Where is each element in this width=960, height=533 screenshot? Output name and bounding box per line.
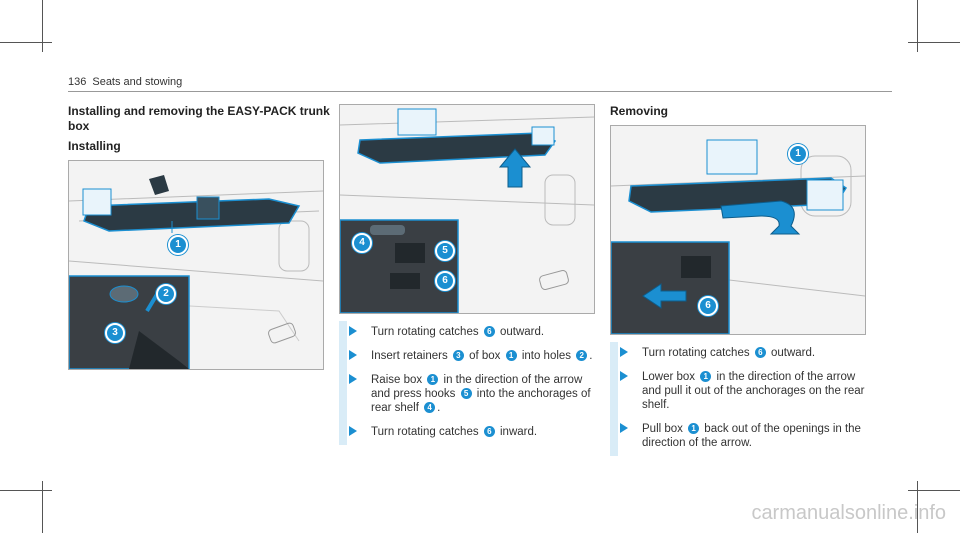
step-text: Turn rotating catches bbox=[642, 347, 753, 359]
arrow-right-icon bbox=[349, 426, 357, 436]
step-item: Turn rotating catches 6 outward. bbox=[339, 321, 599, 345]
header-rule bbox=[68, 91, 892, 92]
crop-mark bbox=[0, 42, 52, 43]
callout-badge: 1 bbox=[427, 374, 439, 386]
arrow-right-icon bbox=[349, 326, 357, 336]
step-text: inward. bbox=[496, 426, 538, 438]
step-text: . bbox=[589, 350, 593, 362]
step-text: Turn rotating catches bbox=[371, 326, 482, 338]
step-bar bbox=[610, 418, 618, 456]
step-text: in the direction of the arrow and pull i… bbox=[642, 371, 865, 411]
crop-mark bbox=[908, 490, 960, 491]
step-text: into holes bbox=[518, 350, 575, 362]
step-text: outward. bbox=[496, 326, 545, 338]
step-text: Turn rotating catches bbox=[371, 426, 482, 438]
callout-badge: 4 bbox=[352, 233, 372, 253]
step-text: into the anchorages of rear shelf bbox=[371, 388, 591, 414]
callout-badge: 1 bbox=[505, 350, 517, 362]
step-text: back out of the openings in the directio… bbox=[642, 423, 861, 449]
step-item: Lower box 1 in the direction of the arro… bbox=[610, 366, 870, 418]
removing-heading: Removing bbox=[610, 104, 669, 118]
callout-badge: 5 bbox=[460, 388, 472, 400]
callout-badge: 1 bbox=[688, 423, 700, 435]
step-text: of box bbox=[465, 350, 504, 362]
arrow-right-icon bbox=[349, 350, 357, 360]
page-number: 136 bbox=[68, 76, 87, 88]
step-bar bbox=[339, 421, 347, 445]
step-bar bbox=[339, 345, 347, 369]
crop-mark bbox=[42, 481, 43, 533]
figure-installing-2: 4 5 6 bbox=[339, 104, 595, 314]
step-bar bbox=[339, 321, 347, 345]
step-bar bbox=[610, 342, 618, 366]
step-item: Pull box 1 back out of the openings in t… bbox=[610, 418, 870, 456]
step-bar bbox=[339, 369, 347, 421]
step-text: Pull box bbox=[642, 423, 687, 435]
figure-installing-1: 1 2 3 bbox=[68, 160, 324, 370]
callout-badge: 4 bbox=[424, 402, 436, 414]
callout-badge: 1 bbox=[168, 235, 188, 255]
callout-badge: 3 bbox=[452, 350, 464, 362]
callout-badge: 2 bbox=[576, 350, 588, 362]
callout-badge: 6 bbox=[435, 271, 455, 291]
section-title: Seats and stowing bbox=[92, 76, 183, 88]
callout-badge: 6 bbox=[483, 326, 495, 338]
crop-mark bbox=[917, 481, 918, 533]
step-item: Raise box 1 in the direction of the arro… bbox=[339, 369, 599, 421]
installing-heading: Installing bbox=[68, 139, 121, 153]
arrow-right-icon bbox=[620, 423, 628, 433]
step-text: outward. bbox=[767, 347, 816, 359]
callout-badge: 1 bbox=[788, 144, 808, 164]
step-text: Lower box bbox=[642, 371, 699, 383]
callout-badge: 1 bbox=[700, 371, 712, 383]
step-text: in the direction of the arrow and press … bbox=[371, 374, 583, 400]
callout-badge: 5 bbox=[435, 241, 455, 261]
arrow-right-icon bbox=[349, 374, 357, 384]
arrow-right-icon bbox=[620, 347, 628, 357]
page-title: Installing and removing the EASY-PACK tr… bbox=[68, 104, 330, 133]
step-text: . bbox=[437, 402, 441, 414]
remove-steps: Turn rotating catches 6 outward.Lower bo… bbox=[610, 342, 870, 460]
step-item: Turn rotating catches 6 outward. bbox=[610, 342, 870, 366]
step-bar bbox=[610, 366, 618, 418]
crop-mark bbox=[917, 0, 918, 52]
crop-mark bbox=[908, 42, 960, 43]
install-steps: Turn rotating catches 6 outward.Insert r… bbox=[339, 321, 599, 449]
callout-badge: 2 bbox=[156, 284, 176, 304]
step-item: Turn rotating catches 6 inward. bbox=[339, 421, 599, 445]
step-text: Raise box bbox=[371, 374, 426, 386]
callout-badge: 6 bbox=[754, 347, 766, 359]
crop-mark bbox=[0, 490, 52, 491]
callout-badge: 6 bbox=[698, 296, 718, 316]
watermark: carmanualsonline.info bbox=[751, 502, 946, 524]
step-text: Insert retainers bbox=[371, 350, 451, 362]
step-item: Insert retainers 3 of box 1 into holes 2… bbox=[339, 345, 599, 369]
page-header: 136 Seats and stowing bbox=[68, 76, 182, 88]
crop-mark bbox=[42, 0, 43, 52]
figure-removing: 1 6 bbox=[610, 125, 866, 335]
arrow-right-icon bbox=[620, 371, 628, 381]
callout-badge: 6 bbox=[483, 426, 495, 438]
callout-badge: 3 bbox=[105, 323, 125, 343]
